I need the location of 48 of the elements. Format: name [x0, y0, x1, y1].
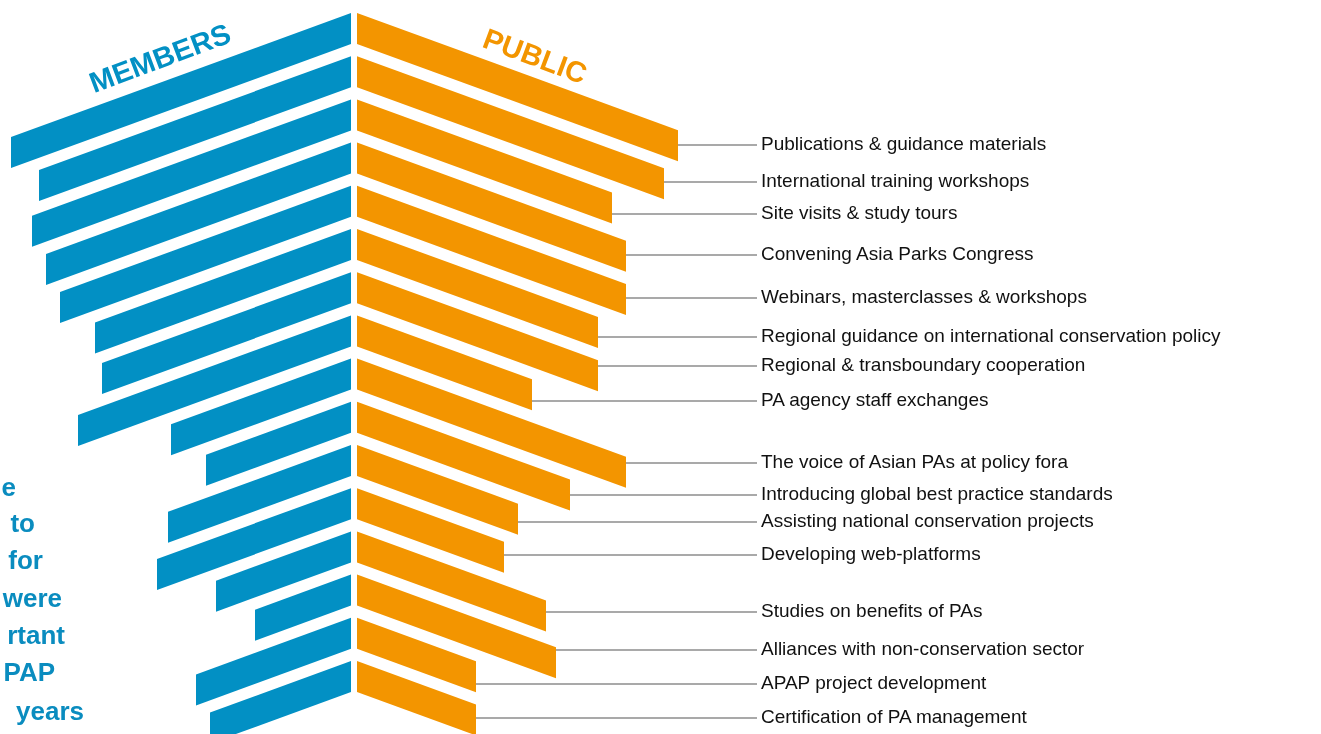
- row-label: Webinars, masterclasses & workshops: [761, 286, 1087, 308]
- leader-line: [677, 144, 758, 146]
- leader-line: [569, 494, 758, 496]
- side-note-text: to: [10, 508, 35, 538]
- leader-line: [503, 554, 758, 556]
- leader-line: [625, 254, 758, 256]
- leader-line: [475, 717, 758, 719]
- leader-line: [555, 649, 758, 651]
- row-label: Certification of PA management: [761, 706, 1027, 728]
- bar: [357, 272, 598, 392]
- bar: [357, 99, 612, 224]
- side-note-text: years: [16, 696, 84, 726]
- bar: [357, 661, 476, 734]
- bar: [357, 401, 570, 511]
- side-note-text: e: [1, 472, 16, 502]
- row-label: Site visits & study tours: [761, 202, 958, 224]
- row-label: International training workshops: [761, 170, 1030, 192]
- bar: [357, 142, 626, 272]
- leader-line: [625, 297, 758, 299]
- row-label: The voice of Asian PAs at policy fora: [761, 451, 1068, 473]
- leader-line: [597, 365, 758, 367]
- row-label: Convening Asia Parks Congress: [761, 243, 1034, 265]
- leader-line: [663, 181, 758, 183]
- side-note-text: for: [8, 545, 43, 575]
- side-note-text: rtant: [7, 620, 65, 650]
- leader-line: [597, 336, 758, 338]
- row-label: Alliances with non-conservation sector: [761, 638, 1085, 660]
- side-note-text: PAP: [3, 657, 55, 687]
- row-label: APAP project development: [761, 672, 987, 694]
- leader-line: [517, 521, 758, 523]
- row-label: Assisting national conservation projects: [761, 510, 1094, 532]
- row-label: PA agency staff exchanges: [761, 389, 989, 411]
- row-label: Publications & guidance materials: [761, 133, 1047, 155]
- bar: [357, 13, 678, 162]
- side-note-text: were: [2, 583, 62, 613]
- leader-line: [545, 611, 758, 613]
- bar: [357, 617, 476, 693]
- row-label: Developing web-platforms: [761, 543, 981, 565]
- leader-line: [611, 213, 758, 215]
- row-label: Regional & transboundary cooperation: [761, 354, 1086, 376]
- bar: [357, 229, 598, 348]
- leader-line: [475, 683, 758, 685]
- leader-line: [531, 400, 758, 402]
- bar: [357, 445, 518, 535]
- row-label: Regional guidance on international conservation policy: [761, 325, 1221, 347]
- row-label: Studies on benefits of PAs: [761, 600, 983, 622]
- row-label: Introducing global best practice standards: [761, 483, 1113, 505]
- leader-line: [625, 462, 758, 464]
